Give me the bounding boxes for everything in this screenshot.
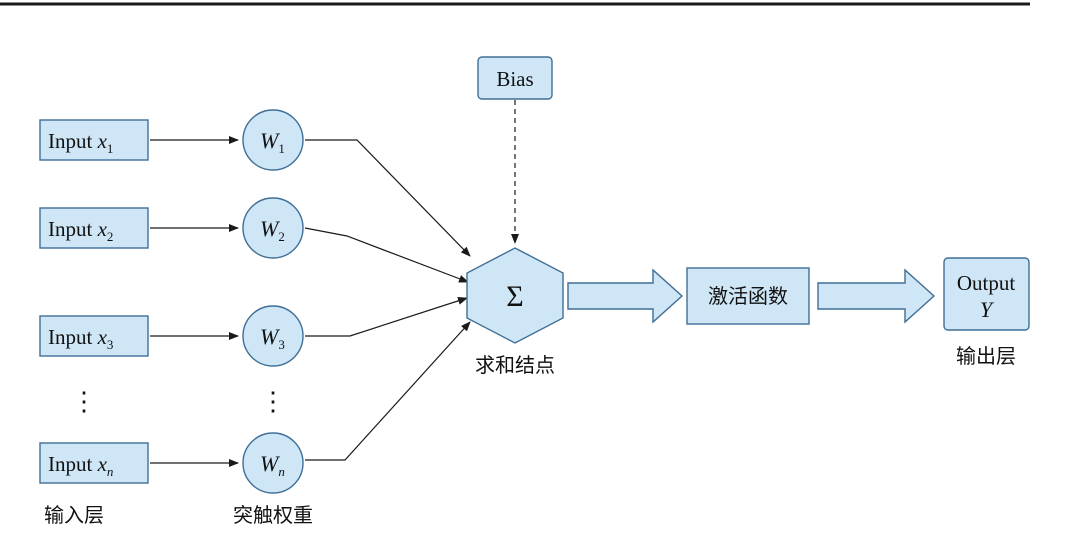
- weight-var: W: [260, 324, 280, 349]
- weight-sub: 2: [278, 229, 285, 244]
- input-var: x: [97, 129, 108, 153]
- connector-w2-sum: [304, 227, 469, 283]
- input-box-n: Input xn: [39, 442, 149, 484]
- input-label: Input: [48, 217, 92, 241]
- flow-arrow-to-activation: [567, 268, 684, 324]
- input-sub: 3: [107, 337, 114, 352]
- input-box-2: Input x2: [39, 207, 149, 249]
- weight-ellipsis: ⋮: [260, 387, 286, 416]
- svg-text:Input x2: Input x2: [48, 217, 113, 244]
- input-layer-caption: 输入层: [44, 503, 104, 527]
- sum-symbol: Σ: [506, 280, 523, 313]
- weight-var: W: [260, 128, 280, 153]
- input-ellipsis: ⋮: [71, 387, 97, 416]
- weights-caption: 突触权重: [233, 503, 313, 527]
- svg-text:W1: W1: [260, 128, 285, 156]
- weight-node-2: W2: [242, 197, 304, 259]
- input-var: x: [97, 452, 108, 476]
- weight-var: W: [260, 451, 280, 476]
- connector-w3-sum: [305, 296, 468, 337]
- output-layer-caption: 输出层: [956, 344, 1016, 368]
- input-label: Input: [48, 129, 92, 153]
- input-sub: n: [107, 464, 114, 479]
- weight-node-1: W1: [242, 109, 304, 171]
- activation-label: 激活函数: [708, 284, 788, 308]
- input-label: Input: [48, 452, 92, 476]
- bias-label: Bias: [496, 67, 533, 91]
- weight-node-n: Wn: [242, 432, 304, 494]
- connector-wn-sum: [305, 321, 471, 461]
- weight-var: W: [260, 216, 280, 241]
- svg-text:W2: W2: [260, 216, 285, 244]
- summation-node: Σ: [466, 247, 564, 344]
- input-sub: 1: [107, 141, 114, 156]
- connector-w1-sum: [305, 139, 471, 257]
- svg-text:Input x3: Input x3: [48, 325, 113, 352]
- weight-node-3: W3: [242, 305, 304, 367]
- svg-text:Input x1: Input x1: [48, 129, 113, 156]
- input-box-3: Input x3: [39, 315, 149, 357]
- weight-sub: 3: [278, 337, 285, 352]
- svg-text:Wn: Wn: [260, 451, 285, 479]
- output-var: Y: [980, 297, 995, 322]
- input-var: x: [97, 217, 108, 241]
- input-label: Input: [48, 325, 92, 349]
- input-sub: 2: [107, 229, 114, 244]
- output-box: Output Y: [943, 257, 1030, 331]
- bias-box: Bias: [477, 56, 553, 100]
- svg-text:Input xn: Input xn: [48, 452, 113, 479]
- output-label: Output: [957, 271, 1016, 295]
- input-var: x: [97, 325, 108, 349]
- svg-text:W3: W3: [260, 324, 285, 352]
- sum-caption: 求和结点: [475, 353, 555, 377]
- weight-sub: n: [278, 464, 285, 479]
- activation-box: 激活函数: [686, 267, 810, 325]
- weight-sub: 1: [278, 141, 285, 156]
- input-box-1: Input x1: [39, 119, 149, 161]
- flow-arrow-to-output: [817, 268, 936, 324]
